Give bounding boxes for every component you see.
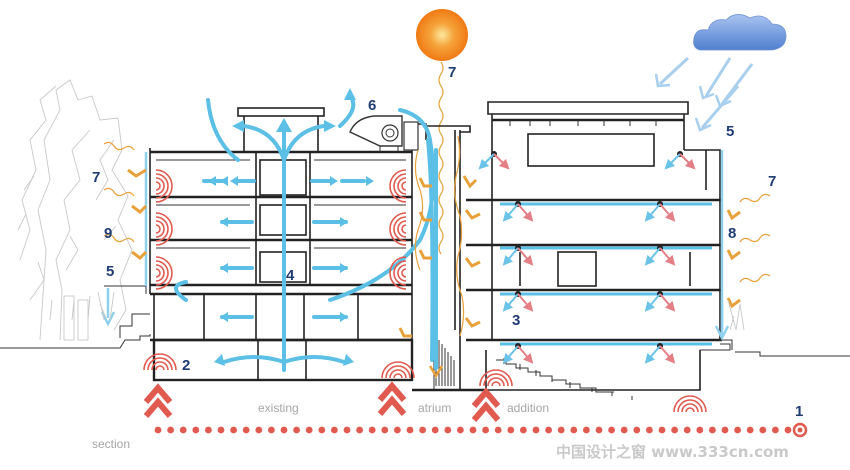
- loop-dot: [154, 426, 162, 434]
- tree-sketch: [17, 79, 133, 341]
- loop-dot: [444, 426, 452, 434]
- loop-dot: [406, 426, 414, 434]
- loop-dot: [507, 426, 515, 434]
- loop-dot: [217, 426, 225, 434]
- loop-dot: [343, 426, 351, 434]
- loop-dot: [205, 426, 212, 434]
- loop-dot: [683, 426, 691, 434]
- loop-dot: [557, 426, 565, 434]
- loop-dot: [734, 426, 741, 434]
- ground-line: [0, 334, 151, 349]
- loop-dot: [179, 426, 187, 434]
- loop-dot: [709, 426, 716, 434]
- cloud-icon: [693, 14, 787, 51]
- label-section: section: [92, 437, 130, 451]
- loop-dot: [242, 426, 250, 434]
- loop-dot: [532, 426, 540, 434]
- loop-dot: [595, 426, 603, 434]
- loop-dot: [646, 426, 653, 434]
- label-atrium: atrium: [418, 401, 451, 415]
- solar-gain-arrows: [103, 135, 771, 338]
- loop-dot: [192, 426, 200, 434]
- chilled-beam-diffusers: [478, 151, 696, 364]
- loop-dot: [368, 426, 376, 434]
- callout-5-right: 5: [726, 123, 734, 140]
- loop-dot: [469, 426, 477, 434]
- loop-dot: [658, 426, 666, 434]
- loop-dot: [608, 426, 615, 434]
- loop-dot: [696, 426, 704, 434]
- loop-dot: [570, 426, 578, 434]
- loop-dot: [280, 426, 288, 434]
- loop-dot: [545, 426, 552, 434]
- loop-dot: [318, 426, 326, 434]
- loop-dot: [482, 426, 489, 434]
- rain-arrows: [654, 56, 754, 132]
- natural-ventilation-flow: [174, 88, 444, 379]
- addition-building: [466, 101, 733, 400]
- loop-dot: [431, 426, 439, 434]
- callout-3: 3: [512, 312, 520, 329]
- loop-dot: [759, 426, 767, 434]
- loop-dot: [419, 426, 426, 434]
- well-marker: [792, 422, 808, 438]
- loop-dot: [721, 426, 729, 434]
- callout-2: 2: [182, 357, 190, 374]
- loop-dot: [293, 426, 300, 434]
- loop-dot: [167, 426, 175, 434]
- callout-4: 4: [286, 267, 295, 284]
- loop-dot: [255, 426, 263, 434]
- radiant-heating-icons: [143, 169, 707, 413]
- solar-ray: [438, 61, 444, 255]
- callout-7-left: 7: [92, 169, 100, 186]
- loop-dot: [633, 426, 641, 434]
- callout-6: 6: [368, 97, 376, 114]
- loop-dot: [356, 426, 363, 434]
- callout-7-top: 7: [448, 64, 456, 81]
- geothermal-loop: [154, 426, 792, 434]
- loop-dot: [381, 426, 389, 434]
- ground-line-right: [735, 351, 850, 357]
- callout-7-right: 7: [768, 173, 776, 190]
- callout-8: 8: [728, 225, 736, 242]
- callout-1: 1: [795, 403, 803, 420]
- loop-dot: [772, 426, 779, 434]
- loop-dot: [230, 426, 238, 434]
- callout-5-left: 5: [106, 263, 114, 280]
- loop-dot: [520, 426, 527, 434]
- loop-dot: [268, 426, 275, 434]
- label-existing: existing: [258, 401, 299, 415]
- loop-dot: [784, 426, 792, 434]
- loop-dot: [746, 426, 754, 434]
- geothermal-chevrons: [143, 381, 501, 422]
- loop-dot: [331, 426, 338, 434]
- label-addition: addition: [507, 401, 549, 415]
- loop-dot: [394, 426, 401, 434]
- fan-unit-icon: [349, 115, 419, 152]
- existing-building: [104, 107, 414, 382]
- loop-dot: [305, 426, 313, 434]
- watermark: 中国设计之窗 www.333cn.com: [556, 443, 789, 461]
- loop-dot: [457, 426, 464, 434]
- stormwater-arrows: [97, 288, 745, 341]
- sun-icon: [416, 9, 468, 61]
- loop-dot: [494, 426, 502, 434]
- loop-dot: [671, 426, 678, 434]
- loop-dot: [583, 426, 590, 434]
- callout-9: 9: [104, 225, 112, 242]
- loop-dot: [620, 426, 628, 434]
